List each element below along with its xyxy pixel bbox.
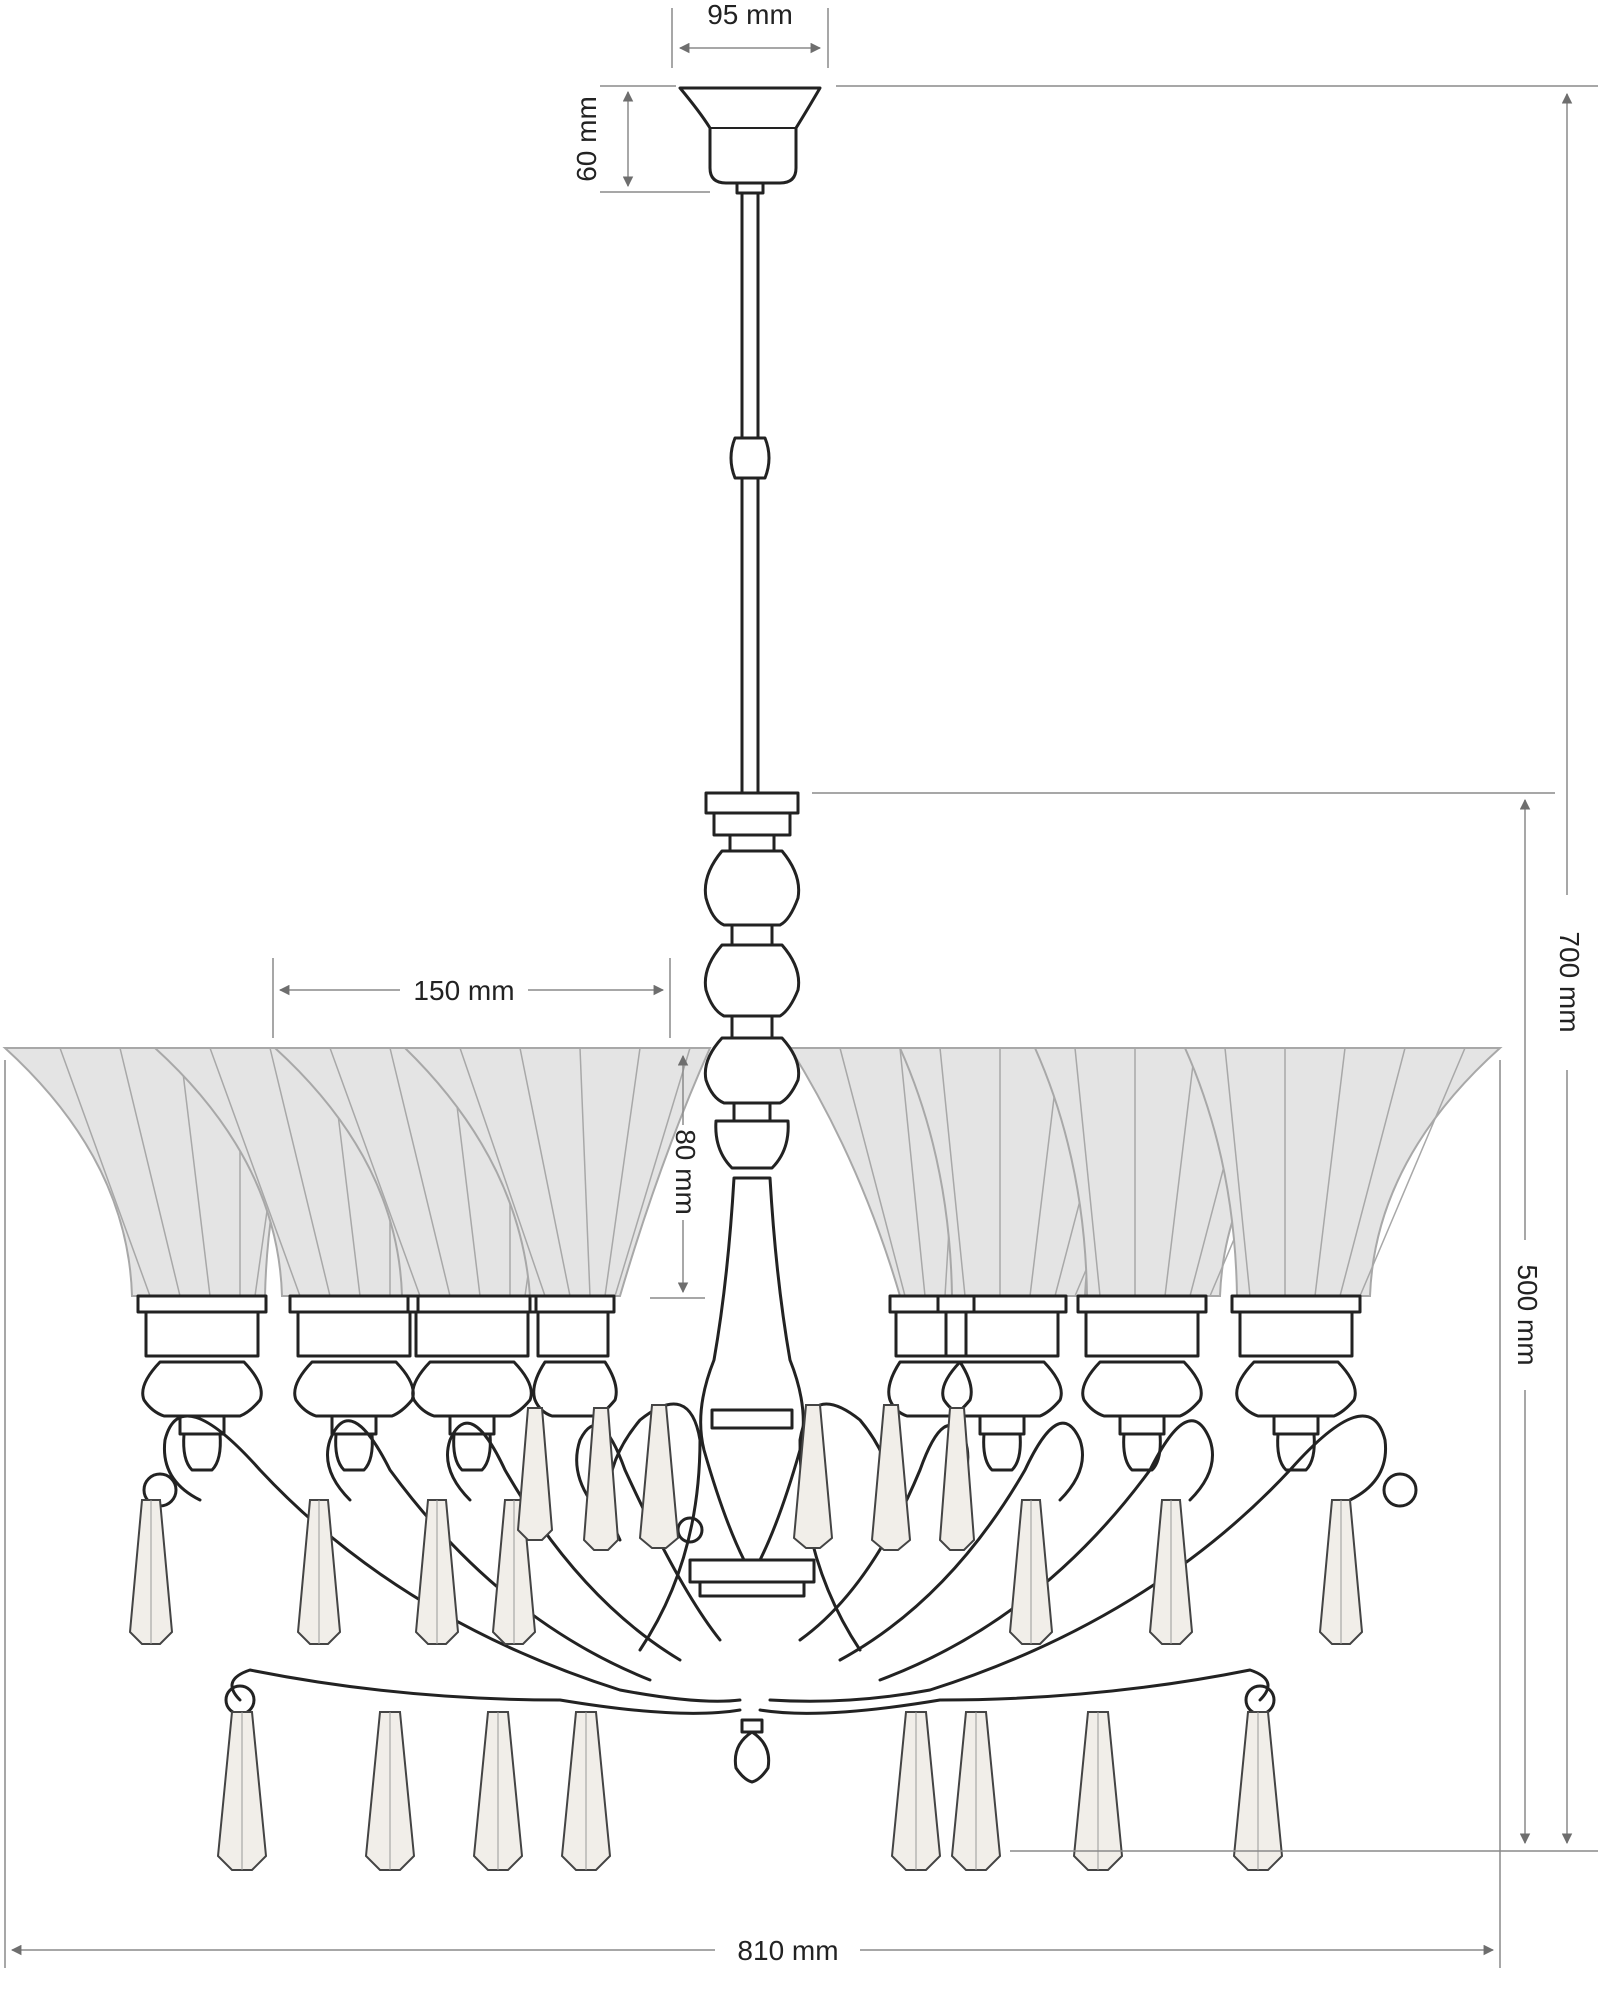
crystal bbox=[364, 1711, 416, 1871]
lamp-holders bbox=[136, 1294, 1362, 1472]
suspension-rod bbox=[729, 191, 771, 795]
holder-1 bbox=[136, 1294, 268, 1472]
crystal bbox=[1318, 1499, 1364, 1645]
holder-7 bbox=[1076, 1294, 1208, 1472]
holder-2 bbox=[288, 1294, 420, 1472]
crystal bbox=[1008, 1499, 1054, 1645]
dim-shade-height: 80 mm bbox=[670, 1129, 701, 1215]
dim-body-height: 500 mm bbox=[1512, 1264, 1543, 1365]
crystal bbox=[296, 1499, 342, 1645]
crystal bbox=[216, 1711, 268, 1871]
crystal bbox=[890, 1711, 942, 1871]
canopy bbox=[678, 86, 822, 195]
dim-canopy-height: 60 mm bbox=[571, 96, 602, 182]
crystal bbox=[1072, 1711, 1124, 1871]
dim-canopy-width: 95 mm bbox=[707, 0, 793, 30]
holder-4 bbox=[528, 1294, 618, 1418]
crystal bbox=[128, 1499, 174, 1645]
dim-overall-width: 810 mm bbox=[737, 1935, 838, 1966]
crystal-pendants bbox=[128, 1404, 1364, 1871]
dimension-lines bbox=[4, 8, 1598, 1968]
crystal bbox=[414, 1499, 460, 1645]
crystal bbox=[1148, 1499, 1194, 1645]
crystal bbox=[950, 1711, 1002, 1871]
crystal bbox=[792, 1404, 834, 1549]
crystal bbox=[938, 1407, 976, 1551]
central-stem bbox=[688, 791, 816, 1784]
crystal bbox=[1232, 1711, 1284, 1871]
dim-overall-height: 700 mm bbox=[1554, 931, 1585, 1032]
dim-shade-width: 150 mm bbox=[413, 975, 514, 1006]
lamp-shades bbox=[2, 1047, 1503, 1297]
dimension-labels: 95 mm 60 mm 700 mm 500 mm 150 mm 80 mm 8… bbox=[413, 0, 1585, 1966]
holder-6 bbox=[936, 1294, 1068, 1472]
crystal bbox=[870, 1404, 912, 1551]
crystal bbox=[638, 1404, 680, 1549]
shade-right-outer bbox=[1183, 1047, 1503, 1297]
crystal bbox=[560, 1711, 612, 1871]
holder-3 bbox=[406, 1294, 538, 1472]
crystal bbox=[582, 1407, 620, 1551]
crystal bbox=[472, 1711, 524, 1871]
holder-8 bbox=[1230, 1294, 1362, 1472]
crystal bbox=[516, 1407, 554, 1541]
